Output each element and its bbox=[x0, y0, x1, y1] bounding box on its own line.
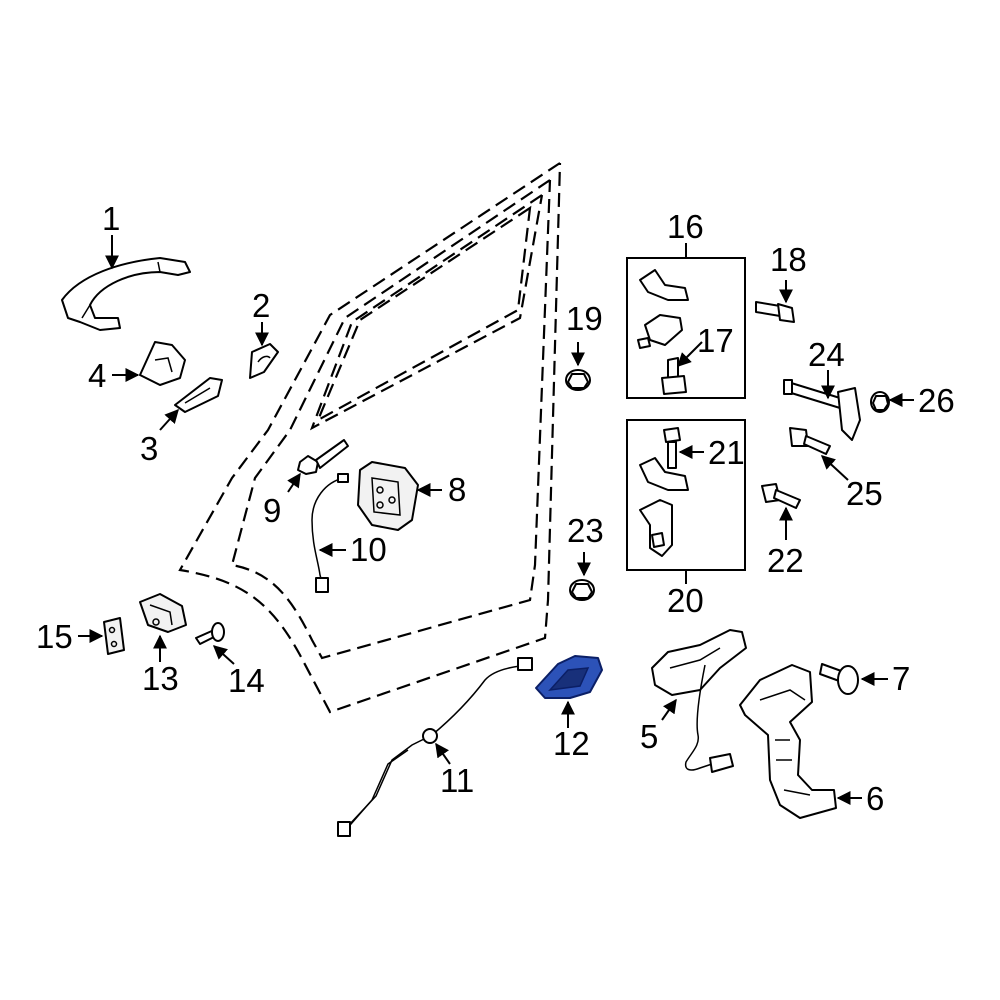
lock-housing-part[interactable] bbox=[139, 341, 186, 386]
callout-25: 25 bbox=[846, 475, 883, 512]
callout-1: 1 bbox=[102, 200, 120, 237]
leader-5 bbox=[661, 698, 677, 721]
leader-11 bbox=[435, 742, 451, 765]
leader-17 bbox=[677, 341, 703, 367]
callout-24: 24 bbox=[808, 336, 845, 373]
callout-16: 16 bbox=[667, 208, 704, 245]
bolt-7-part[interactable] bbox=[819, 663, 859, 695]
nut-19-part[interactable] bbox=[565, 369, 591, 391]
callout-15: 15 bbox=[36, 618, 73, 655]
callout-2: 2 bbox=[252, 287, 270, 324]
leader-3 bbox=[159, 408, 179, 431]
upper-hinge-part[interactable] bbox=[637, 269, 689, 349]
callout-17: 17 bbox=[697, 322, 734, 359]
callout-11: 11 bbox=[440, 762, 474, 799]
callout-12: 12 bbox=[553, 725, 590, 762]
callout-20: 20 bbox=[667, 582, 704, 619]
outside-handle-part[interactable] bbox=[61, 257, 191, 331]
leader-9 bbox=[287, 472, 301, 493]
trim-bracket-part[interactable] bbox=[739, 664, 837, 819]
gasket-part[interactable] bbox=[249, 343, 279, 379]
nut-23-part[interactable] bbox=[569, 579, 595, 601]
pin-part[interactable] bbox=[195, 622, 225, 645]
plate-part[interactable] bbox=[103, 617, 125, 655]
release-cable-part[interactable] bbox=[337, 657, 533, 837]
door-latch-part[interactable] bbox=[357, 461, 419, 531]
handle-pad-part[interactable] bbox=[174, 377, 223, 413]
bracket-part[interactable] bbox=[139, 593, 187, 633]
door-outline bbox=[178, 162, 562, 714]
leader-25 bbox=[820, 455, 849, 481]
callout-18: 18 bbox=[770, 241, 807, 278]
interior-handle-part-highlighted[interactable] bbox=[535, 655, 603, 699]
striker-bolt-part[interactable] bbox=[297, 439, 349, 475]
callout-19: 19 bbox=[566, 300, 603, 337]
bolt-18-part[interactable] bbox=[755, 301, 795, 323]
bolt-22-part[interactable] bbox=[761, 483, 801, 509]
bolt-21-part[interactable] bbox=[663, 427, 681, 469]
callout-8: 8 bbox=[448, 471, 466, 508]
lock-cable-part[interactable] bbox=[311, 473, 349, 593]
callout-7: 7 bbox=[892, 660, 910, 697]
callout-9: 9 bbox=[263, 492, 281, 529]
callout-26: 26 bbox=[918, 382, 955, 419]
bolt-17-part[interactable] bbox=[661, 357, 687, 395]
inner-handle-assembly-part[interactable] bbox=[651, 629, 747, 773]
leader-14 bbox=[212, 645, 235, 665]
callout-5: 5 bbox=[640, 718, 658, 755]
lower-hinge-part[interactable] bbox=[639, 457, 689, 557]
callout-4: 4 bbox=[88, 357, 106, 394]
bolt-25-part[interactable] bbox=[789, 427, 831, 455]
callout-10: 10 bbox=[350, 531, 387, 568]
callout-3: 3 bbox=[140, 430, 158, 467]
nut-26-part[interactable] bbox=[870, 391, 890, 413]
callout-6: 6 bbox=[866, 780, 884, 817]
callout-23: 23 bbox=[567, 512, 604, 549]
callout-14: 14 bbox=[228, 662, 265, 699]
callout-21: 21 bbox=[708, 434, 745, 471]
callout-22: 22 bbox=[767, 542, 804, 579]
callout-13: 13 bbox=[142, 660, 179, 697]
door-check-part[interactable] bbox=[783, 379, 861, 441]
